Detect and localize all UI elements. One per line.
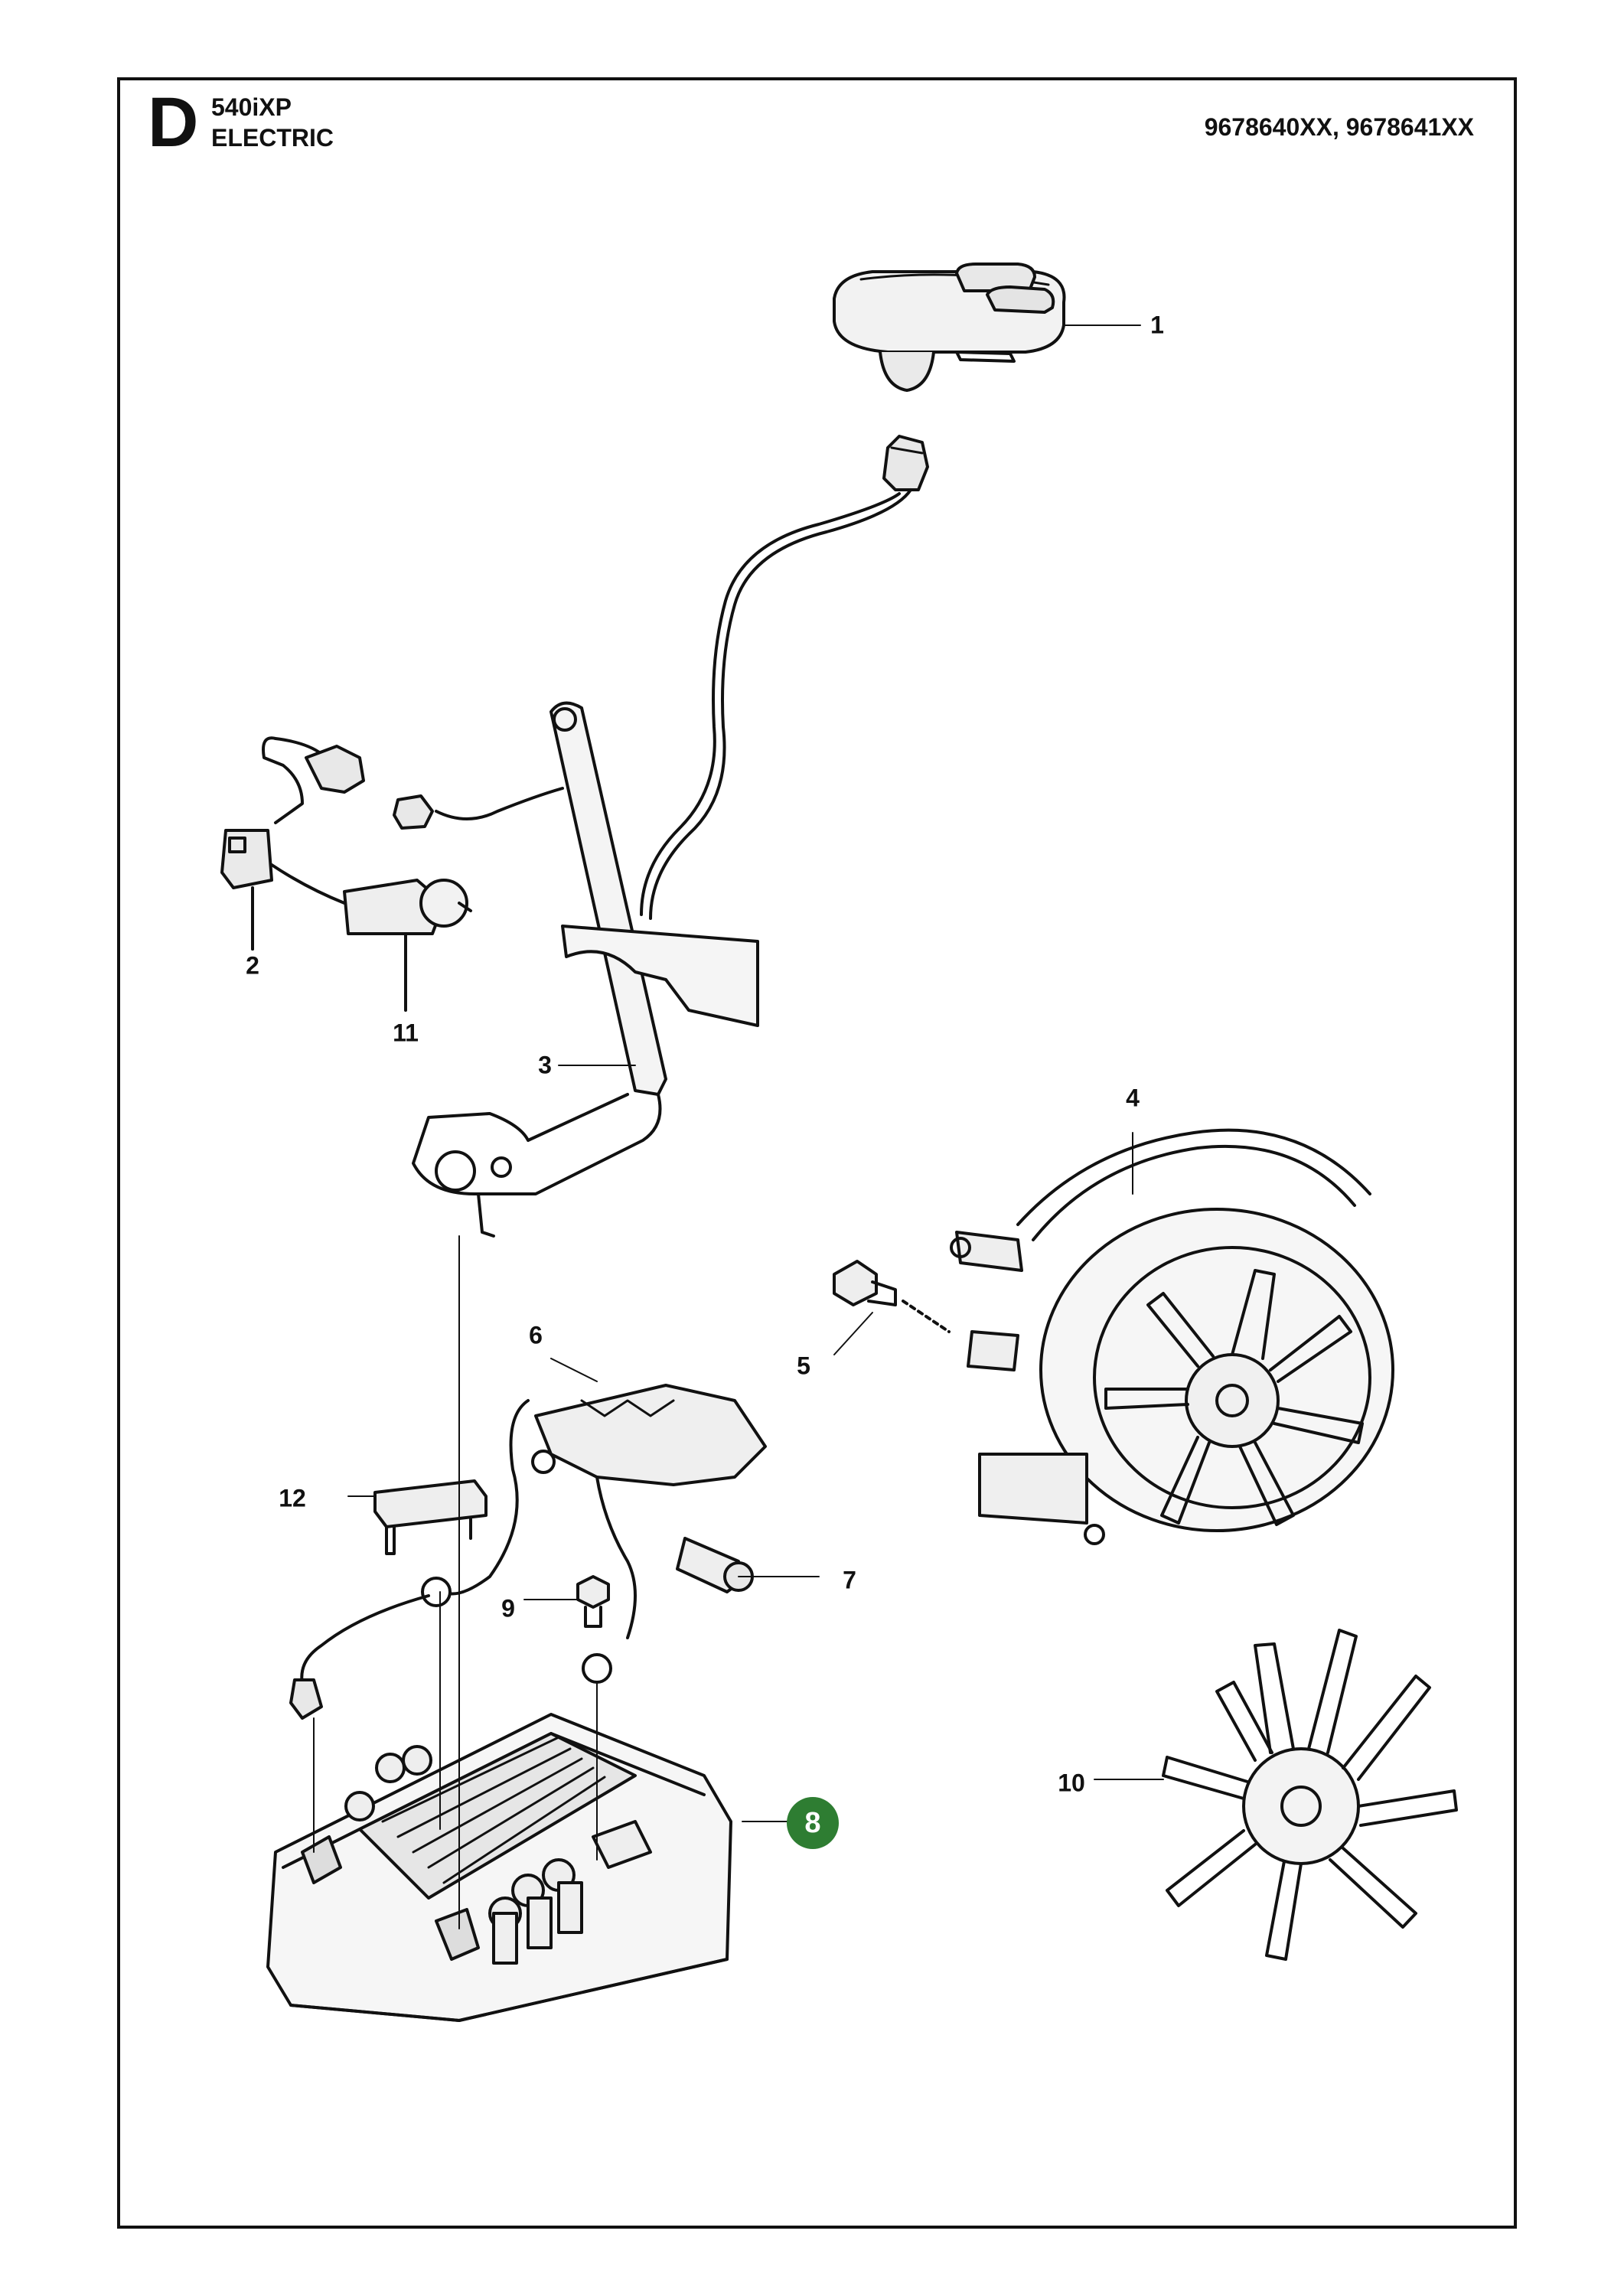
callout-2: 2	[246, 951, 259, 980]
callout-12: 12	[279, 1484, 306, 1512]
model-name: 540iXP	[211, 93, 292, 121]
part-10-fan	[1162, 1629, 1458, 1961]
group-name: ELECTRIC	[211, 124, 334, 152]
leader-lines	[252, 325, 1164, 1929]
part-4-fan-blades	[1104, 1269, 1364, 1526]
part-3-wiring-harness	[262, 488, 912, 1238]
part-9-screw	[576, 1575, 610, 1628]
section-letter: D	[148, 83, 199, 161]
drawing-frame	[117, 77, 1517, 2229]
part-8-control-module	[266, 1713, 732, 2022]
part-numbers: 9678640XX, 9678641XX	[1204, 113, 1474, 141]
part-1-switch-housing	[833, 263, 1066, 392]
callout-3: 3	[538, 1051, 552, 1079]
callout-8-highlighted: 8	[787, 1797, 839, 1849]
callout-6: 6	[529, 1321, 543, 1349]
part-2-switch	[220, 829, 346, 951]
part-4-motor	[950, 1128, 1394, 1545]
callout-1: 1	[1150, 311, 1164, 339]
part-3-connector-top	[882, 435, 929, 491]
callout-4: 4	[1126, 1084, 1140, 1112]
part-7-bolt	[676, 1537, 754, 1593]
part-6-terminal-block	[442, 1384, 767, 1639]
part-12-clip	[373, 1479, 488, 1555]
callout-10: 10	[1058, 1769, 1085, 1797]
part-11-plug	[343, 879, 472, 1012]
callout-9: 9	[501, 1594, 515, 1623]
part-5-screw	[833, 1260, 951, 1333]
ring-terminals	[289, 1577, 612, 1720]
callout-11: 11	[393, 1019, 419, 1047]
callout-7: 7	[843, 1566, 856, 1594]
callout-5: 5	[797, 1352, 810, 1380]
